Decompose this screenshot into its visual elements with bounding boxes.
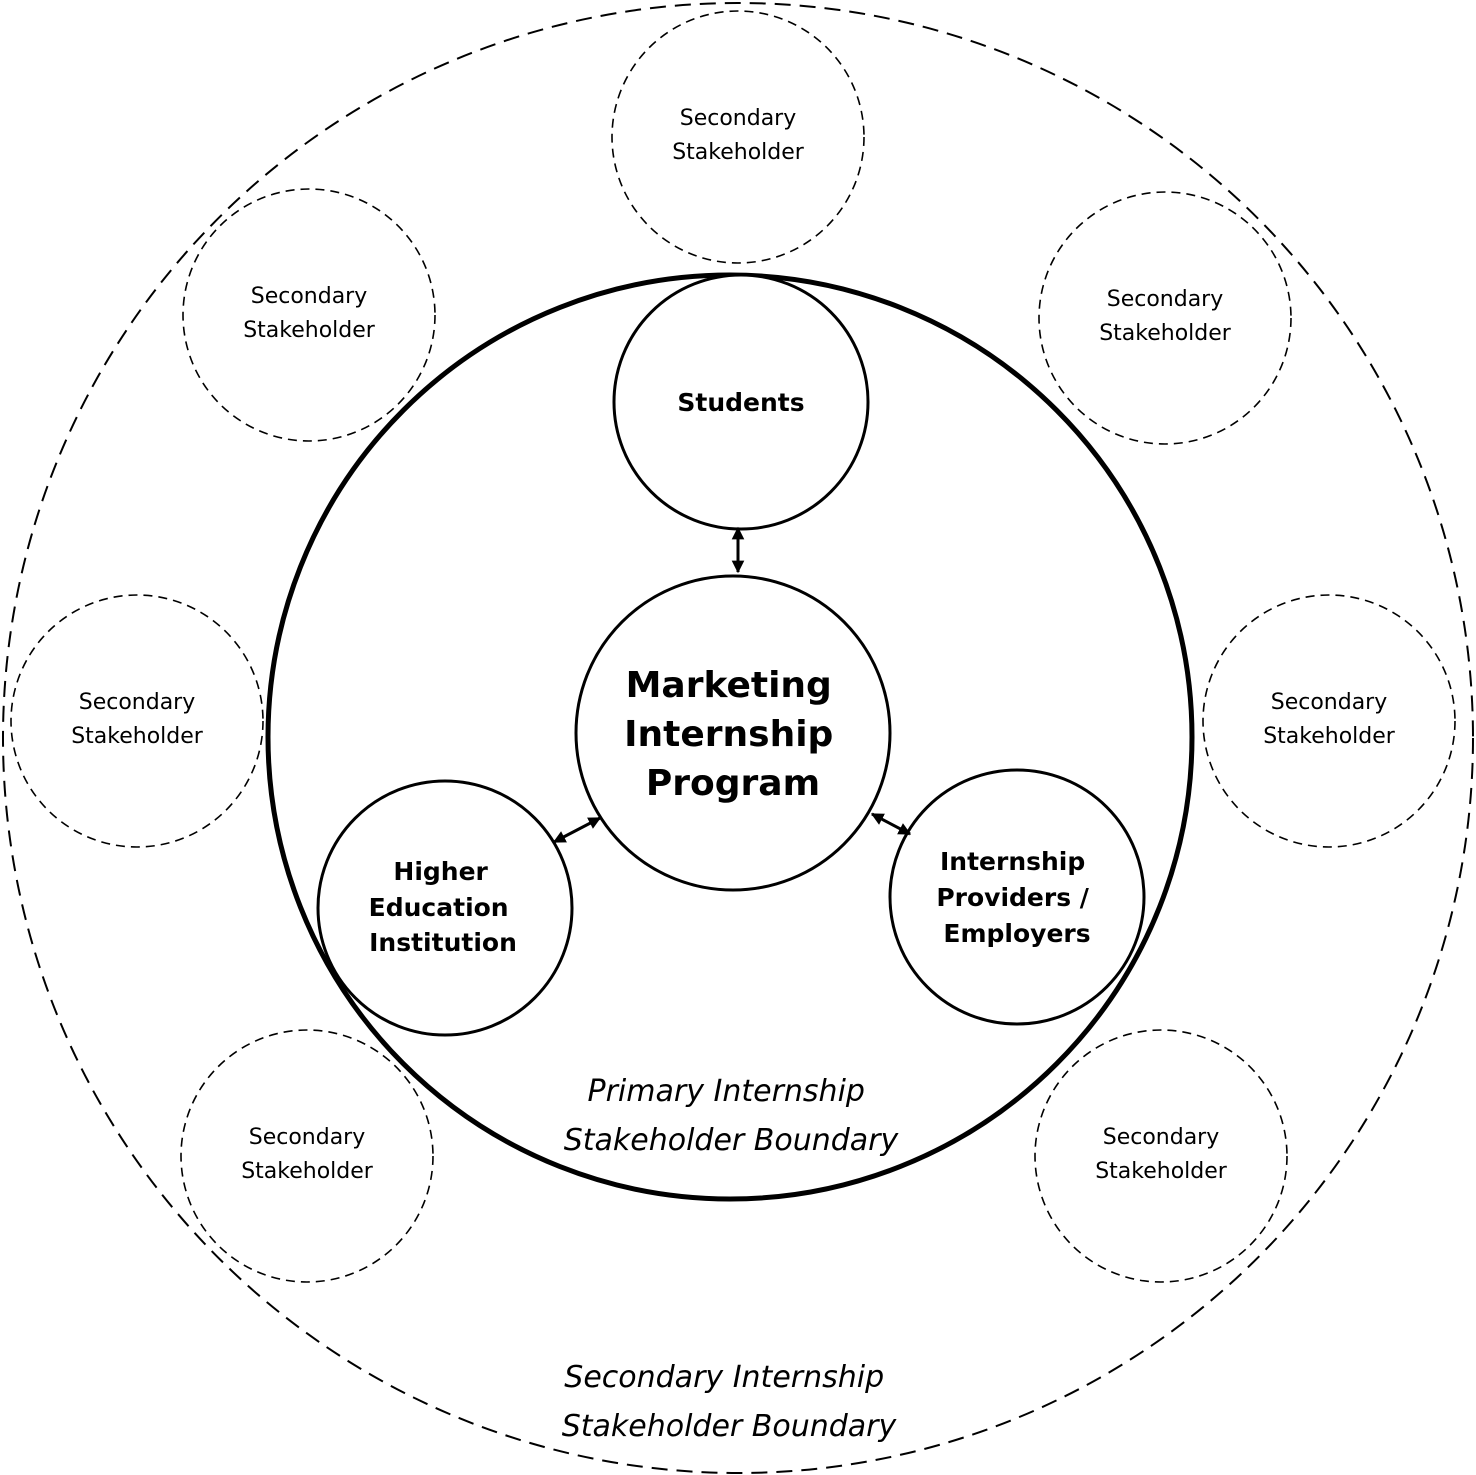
secondary-stakeholder-label-line: Secondary (1107, 287, 1224, 312)
higher-education-label-line: Higher (393, 857, 488, 886)
program-label-line: Internship (624, 714, 833, 755)
secondary-stakeholder-label-line: Stakeholder (241, 1159, 374, 1184)
secondary-stakeholder-label-line: Stakeholder (1095, 1159, 1228, 1184)
higher-education-circle (316, 779, 574, 1037)
arrow-program-higher-education (552, 816, 602, 844)
arrow-program-internship-providers (870, 812, 912, 836)
primary-boundary-label-line: Primary Internship (588, 1074, 865, 1109)
secondary-stakeholder-label-line: Secondary (1271, 690, 1388, 715)
students-label: Students (677, 388, 804, 417)
secondary-stakeholder-label-line: Stakeholder (243, 318, 376, 343)
program-circle (574, 574, 892, 892)
primary-boundary-label-line: Stakeholder Boundary (564, 1123, 900, 1158)
internship-providers-label-line: Providers / (936, 883, 1089, 912)
secondary-stakeholder-label-line: Secondary (1103, 1125, 1220, 1150)
secondary-stakeholder-circle (1202, 594, 1456, 848)
students-label-line: Students (677, 388, 804, 417)
internship-providers-circle (888, 768, 1146, 1026)
secondary-boundary-label-line: Stakeholder Boundary (562, 1409, 898, 1444)
program-label-line: Program (646, 763, 820, 804)
program-label-line: Marketing (626, 665, 832, 706)
program-label: Marketing Internship Program (624, 665, 846, 804)
secondary-stakeholder-label-line: Stakeholder (1263, 724, 1396, 749)
internship-providers-label-line: Employers (943, 919, 1090, 948)
secondary-stakeholder-label-line: Stakeholder (672, 140, 805, 165)
secondary-boundary-label: Secondary Internship Stakeholder Boundar… (562, 1360, 898, 1444)
higher-education-label-line: Institution (369, 928, 517, 957)
secondary-stakeholder-circle (182, 188, 436, 442)
secondary-stakeholder-label-line: Secondary (251, 284, 368, 309)
primary-boundary-label: Primary Internship Stakeholder Boundary (564, 1074, 900, 1158)
secondary-stakeholder-circle (180, 1029, 434, 1283)
secondary-stakeholder-label-line: Secondary (680, 106, 797, 131)
higher-education-label: Higher Education Institution (369, 857, 518, 957)
secondary-stakeholder-circle (10, 594, 264, 848)
secondary-stakeholder-label-line: Stakeholder (71, 724, 204, 749)
secondary-stakeholder-circle (1038, 191, 1292, 445)
internship-providers-label-line: Internship (940, 847, 1085, 876)
higher-education-label-line: Education (369, 893, 509, 922)
secondary-stakeholder-label-line: Secondary (79, 690, 196, 715)
secondary-stakeholder-label-line: Stakeholder (1099, 321, 1232, 346)
secondary-stakeholder-circle (611, 10, 865, 264)
secondary-boundary-label-line: Secondary Internship (564, 1360, 884, 1395)
internship-providers-label: Internship Providers / Employers (936, 847, 1097, 948)
secondary-stakeholder-circle (1034, 1029, 1288, 1283)
secondary-stakeholder-label-line: Secondary (249, 1125, 366, 1150)
